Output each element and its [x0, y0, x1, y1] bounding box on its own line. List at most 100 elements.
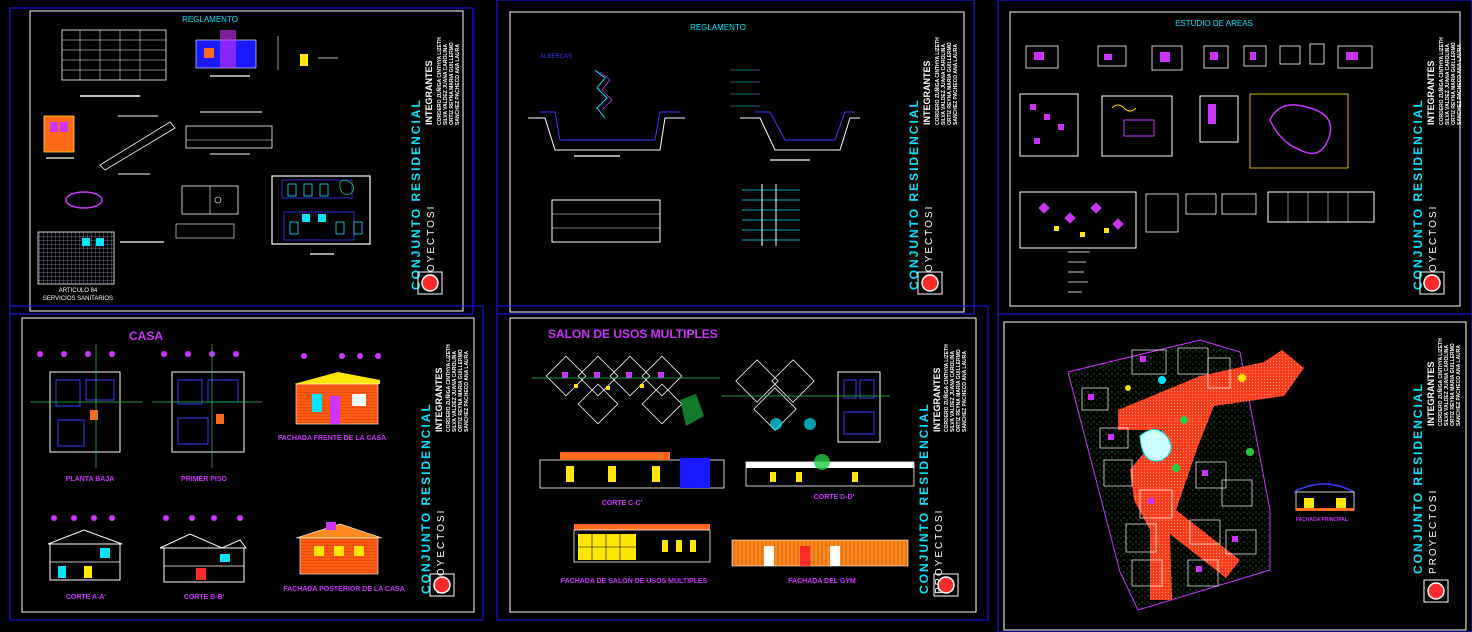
pool-plan [551, 199, 661, 243]
title-proyectosi: PROYECTOSI [1428, 489, 1439, 574]
title-block-4: CONJUNTO RESIDENCIAL PROYECTOSI INTEGRAN… [419, 344, 470, 597]
small-elevation [195, 30, 338, 77]
area-studies-row1 [1025, 43, 1373, 71]
caption-fachada-principal: FACHADA PRINCIPAL [1296, 517, 1348, 523]
caption-corte-c-c: CORTE C-C' [602, 500, 643, 507]
caption-primer-piso: PRIMER PISO [181, 476, 227, 483]
title-name-4: SANCHEZ PACHECO ANA LAURA [962, 351, 968, 432]
title-proyectosi: PROYECTOSI [1428, 205, 1439, 290]
primer-piso-plan [152, 344, 262, 468]
pool-section-2 [730, 69, 860, 161]
title-integrantes: INTEGRANTES [434, 367, 444, 432]
sheet-reglamento-2: REGLAMENTO ALBERCAS [496, 0, 975, 315]
title-proyectosi: PROYECTOSI [426, 205, 437, 290]
corte-d-d [745, 454, 915, 487]
title-name-2: SILVA VALDEZ JUANA CAROLINA [941, 44, 947, 125]
title-integrantes: INTEGRANTES [424, 60, 434, 125]
title-name-3: ORTIZ REYNA MARIA GUILLERMO [947, 42, 953, 125]
caption-corte-b-b: CORTE B-B' [184, 594, 225, 601]
logo-4 [429, 573, 455, 597]
title-integrantes: INTEGRANTES [1426, 60, 1436, 125]
fachada-gym [731, 539, 909, 567]
caption-planta-baja: PLANTA BAJA [66, 476, 115, 483]
title-name-3: ORTIZ REYNA MARIA GUILLERMO [449, 42, 455, 125]
sheet-casa: CASA PLANTA BAJA PRIMER PISO FACHADA FRE… [9, 305, 484, 621]
sheet2-heading: REGLAMENTO [690, 23, 746, 32]
title-conjunto: CONJUNTO RESIDENCIAL [409, 98, 423, 290]
title-name-1: CORDERO ZUÑIGA CINTHYA LIZETH [1438, 37, 1445, 125]
title-conjunto: CONJUNTO RESIDENCIAL [907, 98, 921, 290]
caption-corte-a-a: CORTE A-A' [66, 594, 107, 601]
caption-fachada-posterior: FACHADA POSTERIOR DE LA CASA [283, 586, 405, 593]
title-name-2: SILVA VALDEZ JUANA CAROLINA [443, 44, 449, 125]
title-name-4: SANCHEZ PACHECO ANA LAURA [1456, 345, 1462, 426]
caption-fachada-gym: FACHADA DEL GYM [788, 578, 856, 585]
sheet1-caption-articulo: ARTICULO 84 [59, 288, 98, 294]
title-name-4: SANCHEZ PACHECO ANA LAURA [953, 44, 959, 125]
title-name-1: CORDERO ZUÑIGA CINTHYA LIZETH [943, 344, 950, 432]
caption-fachada-frente: FACHADA FRENTE DE LA CASA [278, 435, 386, 442]
grid-plan [37, 231, 164, 285]
title-name-1: CORDERO ZUÑIGA CINTHYA LIZETH [436, 37, 443, 125]
title-name-1: CORDERO ZUÑIGA CINTHYA LIZETH [445, 344, 452, 432]
fachada-frente [294, 353, 381, 425]
title-name-1: CORDERO ZUÑIGA CINTHYA LIZETH [934, 37, 941, 125]
pool-shape [65, 191, 103, 209]
title-name-3: ORTIZ REYNA MARIA GUILLERMO [458, 349, 464, 432]
sheet-salon: SALON DE USOS MULTIPLES [496, 305, 989, 621]
title-integrantes: INTEGRANTES [1426, 361, 1436, 426]
fachada-posterior [295, 522, 383, 575]
title-conjunto: CONJUNTO RESIDENCIAL [1411, 382, 1425, 574]
title-name-2: SILVA VALDEZ JUANA CAROLINA [452, 351, 458, 432]
corte-b-b [159, 515, 247, 583]
sheet1-heading: REGLAMENTO [182, 15, 238, 24]
fachada-salon [573, 524, 711, 563]
ramp-detail [99, 115, 176, 175]
title-block-1: CONJUNTO RESIDENCIAL PROYECTOSI INTEGRAN… [409, 37, 461, 295]
title-name-2: SILVA VALDEZ JUANA CAROLINA [1444, 345, 1450, 426]
fachada-principal [1293, 483, 1355, 511]
title-block-3: CONJUNTO RESIDENCIAL PROYECTOSI INTEGRAN… [1411, 37, 1463, 295]
logo-2 [917, 271, 943, 295]
title-name-1: CORDERO ZUÑIGA CINTHYA LIZETH [1437, 338, 1444, 426]
bathroom-plan [271, 175, 371, 255]
corte-a-a [47, 515, 123, 581]
casa-heading: CASA [129, 329, 163, 343]
title-name-3: ORTIZ REYNA MARIA GUILLERMO [1450, 343, 1456, 426]
corte-c-c [539, 452, 725, 489]
title-block-6: CONJUNTO RESIDENCIAL PROYECTOSI INTEGRAN… [1411, 338, 1462, 603]
sheet-conjunto: FACHADA PRINCIPAL [997, 313, 1472, 632]
title-proyectosi: PROYECTOSI [924, 205, 935, 290]
area-studies-row3 [1019, 191, 1375, 293]
title-proyectosi: PROYECTOSI [934, 509, 945, 594]
title-proyectosi: PROYECTOSI [436, 509, 447, 594]
salon-heading: SALON DE USOS MULTIPLES [548, 327, 718, 341]
toilet-detail [43, 115, 75, 159]
logo-5 [933, 573, 959, 597]
planta-baja-plan [30, 344, 142, 468]
title-name-4: SANCHEZ PACHECO ANA LAURA [464, 351, 470, 432]
area-studies-row2 [1019, 93, 1349, 169]
cabinet-detail [175, 185, 239, 239]
ladder-detail [742, 184, 800, 246]
title-integrantes: INTEGRANTES [922, 60, 932, 125]
title-name-2: SILVA VALDEZ JUANA CAROLINA [950, 351, 956, 432]
sheet3-heading: ESTUDIO DE AREAS [1175, 19, 1253, 28]
title-block-5: CONJUNTO RESIDENCIAL PROYECTOSI INTEGRAN… [917, 344, 968, 597]
logo-6 [1423, 579, 1449, 603]
sheet-estudio-areas: ESTUDIO DE AREAS [997, 0, 1472, 315]
title-conjunto: CONJUNTO RESIDENCIAL [419, 402, 433, 594]
title-name-4: SANCHEZ PACHECO ANA LAURA [455, 44, 461, 125]
caption-corte-d-d: CORTE D-D' [814, 494, 855, 501]
logo-1 [417, 271, 443, 295]
sheet1-caption-servicios: SERVICIOS SANITARIOS [43, 296, 113, 302]
title-conjunto: CONJUNTO RESIDENCIAL [1411, 98, 1425, 290]
caption-fachada-salon: FACHADA DE SALON DE USOS MULTIPLES [561, 578, 708, 585]
title-name-3: ORTIZ REYNA MARIA GUILLERMO [1451, 42, 1457, 125]
logo-3 [1419, 271, 1445, 295]
title-name-3: ORTIZ REYNA MARIA GUILLERMO [956, 349, 962, 432]
sheet2-caption-albercas: ALBERCAS [540, 54, 572, 60]
site-plan [1067, 339, 1304, 611]
pool-section-1 [528, 69, 685, 157]
